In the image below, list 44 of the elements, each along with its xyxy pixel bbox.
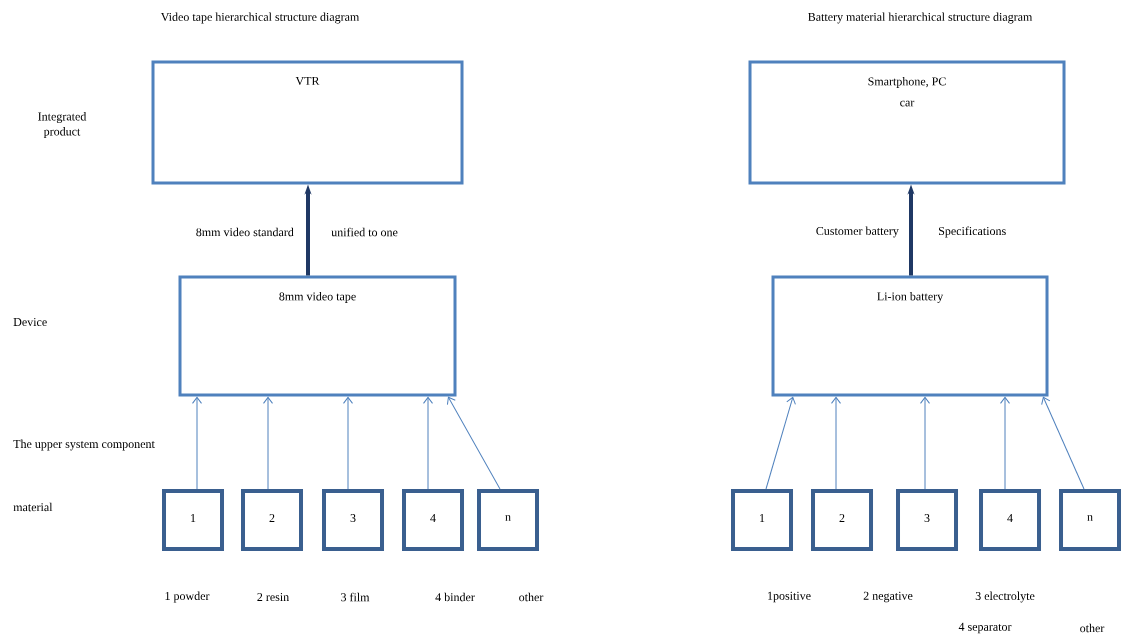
- arrow: [765, 396, 796, 490]
- number-box: 2: [241, 489, 303, 551]
- text-label: Device: [13, 317, 47, 327]
- text-label: 2 resin: [257, 592, 289, 602]
- heading-text: Battery material hierarchical structure diagram: [808, 12, 1033, 24]
- text-label: unified to one: [331, 227, 398, 237]
- text-label: other: [1080, 623, 1105, 633]
- text-label: 8mm video standard: [196, 227, 294, 237]
- block-box: Li-ion battery: [771, 275, 1049, 397]
- number-box: 3: [322, 489, 384, 551]
- text-label: The upper system component: [13, 439, 155, 451]
- text-label: other: [519, 592, 544, 602]
- text-label: material: [13, 502, 53, 512]
- arrow: [1041, 396, 1085, 490]
- arrow: [343, 396, 353, 490]
- block-box: Smartphone, PC car: [748, 60, 1066, 185]
- text-label: 3 film: [341, 592, 370, 602]
- block-box: VTR: [151, 60, 464, 185]
- number-box: n: [1059, 489, 1121, 551]
- heading-text: Video tape hierarchical structure diagram: [160, 12, 360, 24]
- text-label: Integrated product: [38, 112, 87, 138]
- number-box: n: [477, 489, 539, 551]
- text-label: 4 separator: [958, 622, 1012, 634]
- number-box: 1: [162, 489, 224, 551]
- arrow: [920, 396, 930, 490]
- number-box: 4: [402, 489, 464, 551]
- text-label: Specifications: [939, 226, 1006, 238]
- arrow: [831, 396, 841, 490]
- arrow: [192, 396, 202, 490]
- text-label: 4 binder: [435, 592, 475, 602]
- arrow: [263, 396, 273, 490]
- text-label: Customer battery: [816, 226, 899, 238]
- text-label: 3 electrolyte: [975, 591, 1035, 603]
- block-box: 8mm video tape: [178, 275, 457, 397]
- text-label: 1 powder: [165, 591, 210, 603]
- arrow: [446, 396, 501, 490]
- number-box: 3: [896, 489, 958, 551]
- number-box: 1: [731, 489, 793, 551]
- number-box: 4: [979, 489, 1041, 551]
- text-label: 1positive: [768, 591, 811, 603]
- arrow: [1000, 396, 1010, 490]
- number-box: 2: [811, 489, 873, 551]
- text-label: 2 negative: [863, 591, 913, 603]
- arrow: [423, 396, 433, 490]
